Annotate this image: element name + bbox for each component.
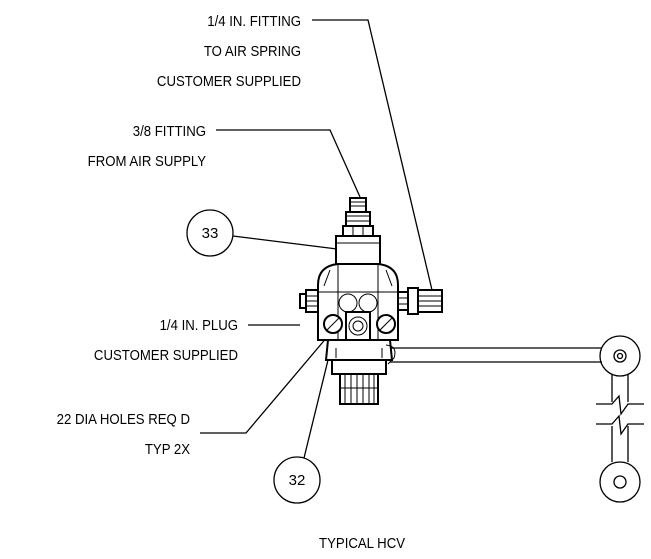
svg-text:3/8 FITTING: 3/8 FITTING	[133, 122, 206, 139]
svg-text:22 DIA HOLES REQ D: 22 DIA HOLES REQ D	[57, 410, 190, 427]
balloon-33: 33	[186, 209, 234, 257]
label-fitting-from-air-supply: 3/8 FITTING FROM AIR SUPPLY	[88, 122, 207, 169]
svg-text:TO AIR SPRING: TO AIR SPRING	[204, 42, 301, 59]
leader-air-supply	[216, 129, 361, 198]
balloon-32: 32	[273, 456, 321, 504]
label-fitting-to-air-spring: 1/4 IN. FITTING TO AIR SPRING CUSTOMER S…	[157, 12, 301, 89]
linkage-arm-icon	[390, 335, 644, 503]
label-holes: 22 DIA HOLES REQ D TYP 2X	[57, 410, 191, 457]
height-control-valve-icon	[299, 197, 443, 405]
svg-text:1/4 IN. FITTING: 1/4 IN. FITTING	[207, 12, 301, 29]
label-plug: 1/4 IN. PLUG CUSTOMER SUPPLIED	[94, 316, 238, 363]
leader-balloon-33	[232, 235, 346, 251]
leader-balloon-32	[303, 359, 329, 459]
leader-air-spring	[312, 19, 433, 291]
svg-text:32: 32	[289, 472, 306, 489]
svg-text:FROM AIR SUPPLY: FROM AIR SUPPLY	[88, 152, 207, 169]
svg-text:CUSTOMER SUPPLIED: CUSTOMER SUPPLIED	[94, 346, 238, 363]
svg-text:33: 33	[202, 225, 219, 242]
svg-text:1/4 IN. PLUG: 1/4 IN. PLUG	[160, 316, 238, 333]
leader-lines	[200, 19, 433, 459]
svg-text:CUSTOMER SUPPLIED: CUSTOMER SUPPLIED	[157, 72, 301, 89]
leader-holes	[200, 335, 329, 434]
svg-text:TYP 2X: TYP 2X	[145, 440, 191, 457]
caption: TYPICAL HCV	[319, 534, 405, 551]
